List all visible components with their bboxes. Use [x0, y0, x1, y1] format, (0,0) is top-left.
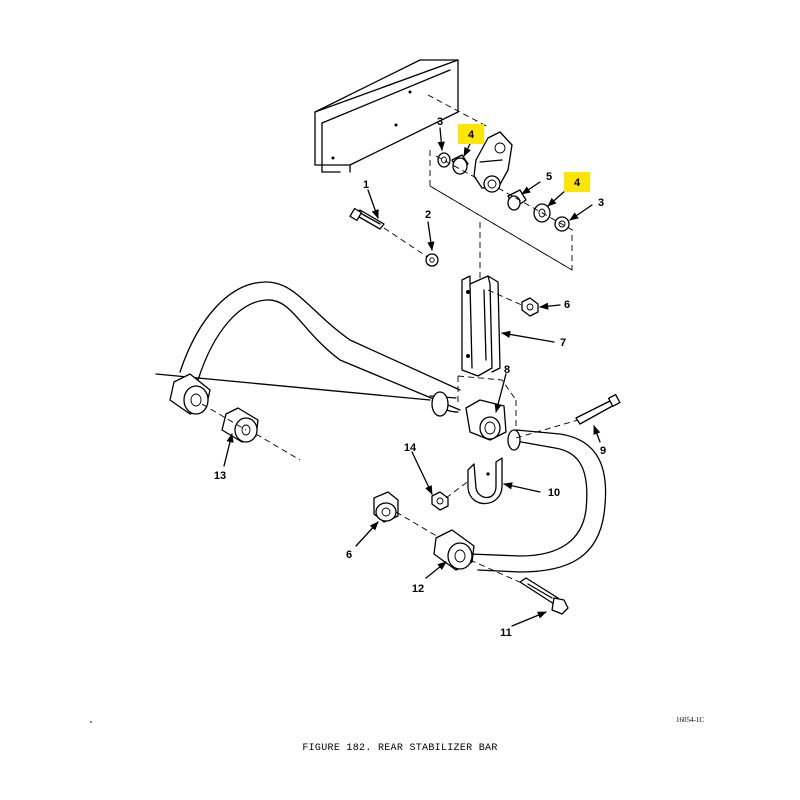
- callouts: 1 2 3 3 4 4 5 6 6 7 8 9 10 11 12 13 14: [214, 116, 606, 639]
- callout-13: 13: [214, 470, 226, 482]
- callout-8: 8: [504, 364, 510, 376]
- end-bushing-left: [169, 373, 211, 415]
- callout-3-right: 3: [598, 197, 604, 209]
- callout-4-left: 4: [468, 129, 475, 141]
- callout-6-upper: 6: [564, 299, 570, 311]
- stray-dot: [90, 721, 92, 723]
- callout-11: 11: [500, 627, 512, 639]
- callout-3-left: 3: [437, 116, 443, 128]
- stabilizer-bar: [155, 281, 607, 573]
- washer-left: [437, 152, 451, 168]
- callout-5: 5: [546, 171, 552, 183]
- clamp: [467, 457, 503, 505]
- nut-upper: [521, 297, 539, 317]
- frame-rail: [314, 59, 459, 173]
- bolt-1: [349, 207, 385, 230]
- callout-2: 2: [425, 209, 431, 221]
- drawing-code: 16054-1C: [676, 716, 704, 724]
- callout-14: 14: [404, 442, 417, 454]
- callout-9: 9: [600, 445, 606, 457]
- end-bushing-right: [433, 529, 475, 571]
- callout-1: 1: [363, 179, 369, 191]
- callout-12: 12: [412, 583, 424, 595]
- vertical-link: [461, 275, 501, 377]
- nut-14: [431, 491, 449, 511]
- callout-4-right: 4: [574, 177, 581, 189]
- bolt-11: [519, 577, 569, 615]
- nut-lower: [373, 491, 399, 523]
- callout-4-left-highlight: [458, 124, 484, 144]
- bushing-left: [451, 154, 469, 175]
- callout-6-lower: 6: [346, 549, 352, 561]
- upper-bracket: [473, 131, 513, 193]
- callout-10: 10: [548, 487, 560, 499]
- bar-bushing: [465, 399, 507, 441]
- callout-4-right-highlight: [564, 172, 590, 192]
- callout-7: 7: [560, 337, 566, 349]
- bolt-9: [575, 393, 621, 425]
- bushing-13: [221, 407, 259, 443]
- washer-2: [425, 253, 439, 267]
- figure-caption: FIGURE 182. REAR STABILIZER BAR: [302, 743, 497, 754]
- leader-lines: [223, 127, 601, 627]
